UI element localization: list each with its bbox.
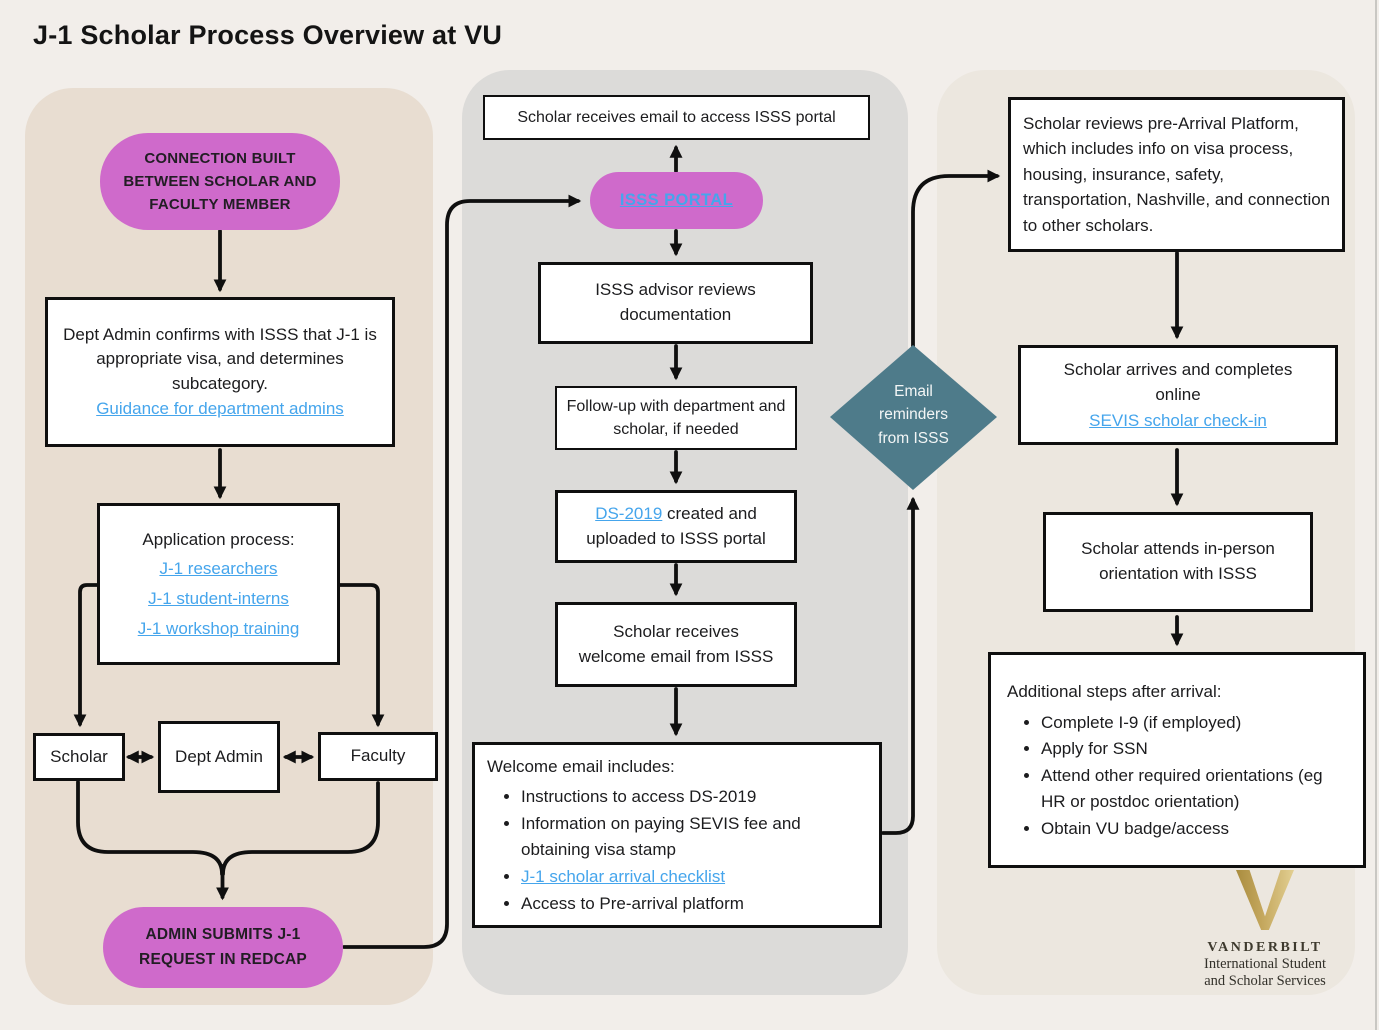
guidance-admins-link[interactable]: Guidance for department admins bbox=[96, 398, 344, 418]
connection-pill-line: CONNECTION BUILT bbox=[144, 149, 296, 167]
vanderbilt-v-icon bbox=[1236, 870, 1294, 930]
sevis-checkin-box: Scholar arrives and completes online SEV… bbox=[1018, 345, 1338, 445]
additional-steps-box: Additional steps after arrival: Complete… bbox=[988, 652, 1366, 868]
email-access-text: Scholar receives email to access ISSS po… bbox=[517, 108, 836, 126]
connection-pill: CONNECTION BUILT BETWEEN SCHOLAR AND FAC… bbox=[100, 133, 340, 230]
welcome-bullet-link-item: J-1 scholar arrival checklist bbox=[521, 864, 869, 890]
orientation-text: Scholar attends in-person orientation wi… bbox=[1081, 539, 1275, 583]
scholar-box: Scholar bbox=[33, 733, 125, 781]
j1-researchers-link[interactable]: J-1 researchers bbox=[159, 559, 278, 579]
additional-bullet: Attend other required orientations (eg H… bbox=[1041, 763, 1351, 815]
advisor-review-text: ISSS advisor reviews documentation bbox=[595, 280, 756, 324]
email-access-box: Scholar receives email to access ISSS po… bbox=[483, 95, 870, 140]
connection-pill-line: FACULTY MEMBER bbox=[149, 196, 291, 214]
faculty-label: Faculty bbox=[350, 746, 406, 766]
faculty-box: Faculty bbox=[318, 732, 438, 781]
dept-admin-box: Dept Admin bbox=[158, 721, 280, 793]
prearrival-text: Scholar reviews pre-Arrival Platform, wh… bbox=[1023, 113, 1331, 235]
additional-steps-title: Additional steps after arrival: bbox=[1007, 682, 1222, 701]
screen-edge-line bbox=[1375, 0, 1377, 1030]
welcome-email-received-box: Scholar receives welcome email from ISSS bbox=[555, 602, 797, 687]
redcap-pill: ADMIN SUBMITS J-1 REQUEST IN REDCAP bbox=[103, 907, 343, 988]
additional-bullet: Complete I-9 (if employed) bbox=[1041, 710, 1351, 736]
welcome-received-line: Scholar receives bbox=[613, 621, 739, 641]
additional-bullet: Obtain VU badge/access bbox=[1041, 816, 1351, 842]
ds2019-line2: uploaded to ISSS portal bbox=[586, 528, 766, 548]
logo-subline: International Student bbox=[1203, 956, 1326, 972]
orientation-box: Scholar attends in-person orientation wi… bbox=[1043, 512, 1313, 612]
redcap-pill-line: ADMIN SUBMITS J-1 bbox=[145, 926, 301, 944]
welcome-includes-title: Welcome email includes: bbox=[487, 756, 675, 776]
dept-confirm-box: Dept Admin confirms with ISSS that J-1 i… bbox=[45, 297, 395, 447]
connection-pill-line: BETWEEN SCHOLAR AND bbox=[123, 172, 317, 190]
dept-confirm-text: Dept Admin confirms with ISSS that J-1 i… bbox=[63, 324, 377, 393]
followup-box: Follow-up with department and scholar, i… bbox=[555, 386, 797, 450]
ds2019-line1: DS-2019 created and bbox=[595, 502, 757, 527]
followup-text: Follow-up with department and scholar, i… bbox=[566, 397, 786, 438]
logo-subline: and Scholar Services bbox=[1204, 972, 1326, 989]
prearrival-box: Scholar reviews pre-Arrival Platform, wh… bbox=[1008, 97, 1345, 252]
ds2019-after-text: created and bbox=[662, 503, 757, 523]
isss-portal-pill: ISSS PORTAL bbox=[590, 172, 763, 229]
page-title: J-1 Scholar Process Overview at VU bbox=[33, 20, 503, 50]
welcome-received-line: welcome email from ISSS bbox=[578, 646, 774, 666]
advisor-review-box: ISSS advisor reviews documentation bbox=[538, 262, 813, 344]
welcome-includes-box: Welcome email includes: Instructions to … bbox=[472, 742, 882, 928]
ds2019-box: DS-2019 created and uploaded to ISSS por… bbox=[555, 490, 797, 563]
arrival-checklist-link[interactable]: J-1 scholar arrival checklist bbox=[521, 866, 726, 886]
application-process-box: Application process: J-1 researchers J-1… bbox=[97, 503, 340, 665]
isss-portal-link[interactable]: ISSS PORTAL bbox=[619, 191, 734, 209]
scholar-label: Scholar bbox=[50, 746, 108, 766]
welcome-bullet: Information on paying SEVIS fee and obta… bbox=[521, 811, 869, 863]
j1-student-interns-link[interactable]: J-1 student-interns bbox=[148, 589, 289, 608]
dept-admin-label: Dept Admin bbox=[175, 746, 263, 766]
ds2019-link[interactable]: DS-2019 bbox=[595, 503, 663, 523]
welcome-bullet: Access to Pre-arrival platform bbox=[521, 891, 869, 917]
additional-bullet: Apply for SSN bbox=[1041, 736, 1351, 762]
sevis-checkin-link[interactable]: SEVIS scholar check-in bbox=[1089, 410, 1267, 430]
vanderbilt-wordmark: VANDERBILT bbox=[1207, 940, 1323, 955]
welcome-bullet: Instructions to access DS-2019 bbox=[521, 784, 869, 810]
vanderbilt-logo: VANDERBILT International Student and Sch… bbox=[1190, 870, 1340, 989]
redcap-pill-line: REQUEST IN REDCAP bbox=[139, 950, 307, 968]
application-title: Application process: bbox=[142, 529, 295, 549]
j1-workshop-training-link[interactable]: J-1 workshop training bbox=[137, 618, 300, 638]
sevis-checkin-text: Scholar arrives and completes online bbox=[1063, 359, 1293, 405]
